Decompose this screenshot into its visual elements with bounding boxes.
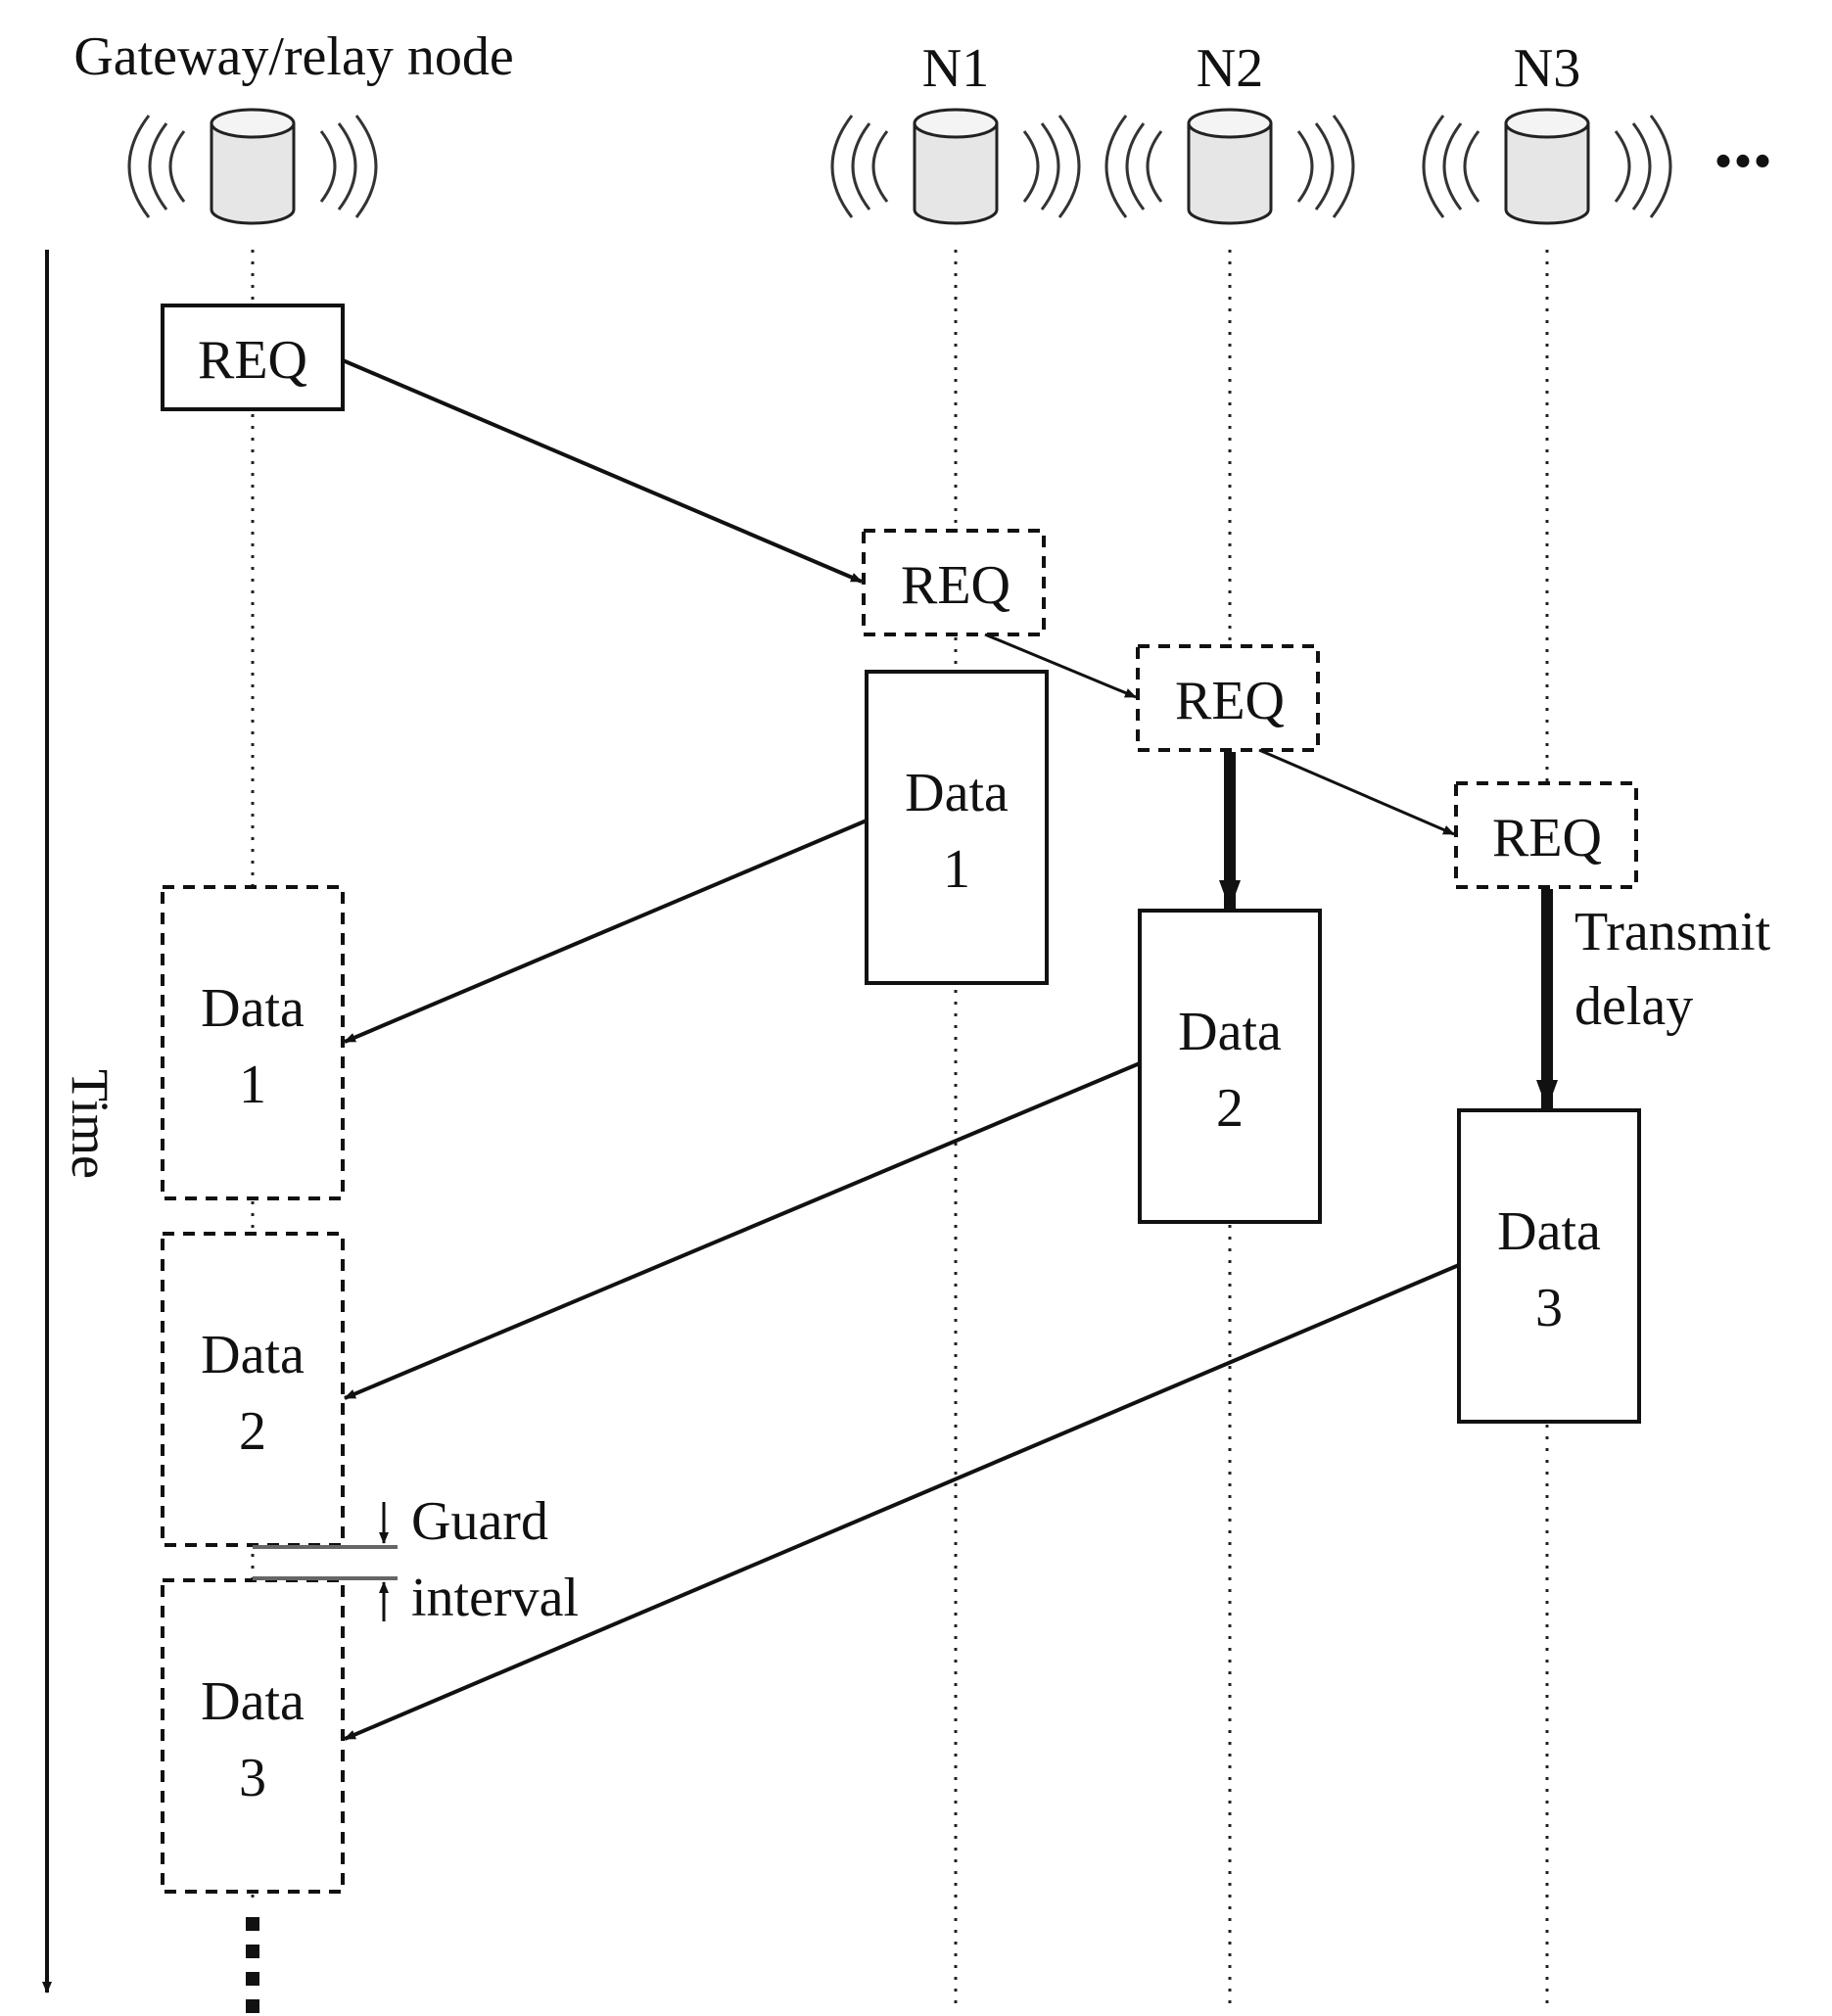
data-label-n1-line1: Data xyxy=(905,763,1009,823)
time-axis-label: Time xyxy=(61,1069,119,1179)
req-label-n3: REQ xyxy=(1492,808,1602,868)
arrow-data1-n1-to-gateway xyxy=(344,819,868,1044)
data-box-n2 xyxy=(1138,909,1322,1224)
node-label-n1: N1 xyxy=(922,38,989,99)
data-label-n1-line2: 1 xyxy=(943,839,970,900)
data-label-n3-line1: Data xyxy=(1497,1201,1601,1262)
data-label-gateway-3-line1: Data xyxy=(201,1671,305,1732)
data-box-n1 xyxy=(865,670,1049,985)
transmit-delay-label-line1: Transmit xyxy=(1574,902,1771,962)
req-box-gateway xyxy=(161,304,345,411)
data-label-gateway-1-line2: 1 xyxy=(239,1055,266,1115)
radio-node-icon xyxy=(1104,108,1355,225)
arrow-req-gateway-to-n1 xyxy=(342,358,863,584)
radio-node-icon xyxy=(127,108,378,225)
data-label-gateway-1-line1: Data xyxy=(201,978,305,1039)
node-label-n2: N2 xyxy=(1197,38,1263,99)
node-label-gateway: Gateway/relay node xyxy=(73,26,513,87)
arrow-data2-n2-to-gateway xyxy=(344,1061,1141,1400)
data-box-gateway-2 xyxy=(161,1232,345,1547)
arrow-data3-n3-to-gateway xyxy=(344,1263,1460,1741)
data-box-gateway-1 xyxy=(161,885,345,1200)
data-label-n2-line2: 2 xyxy=(1216,1078,1244,1139)
node-label-n3: N3 xyxy=(1514,38,1580,99)
arrow-req-n1-to-n2 xyxy=(984,633,1137,699)
data-label-n2-line1: Data xyxy=(1178,1002,1282,1062)
radio-node-icon xyxy=(830,108,1081,225)
guard-interval-label-line1: Guard xyxy=(411,1491,548,1552)
req-box-n3 xyxy=(1454,781,1638,889)
data-label-n3-line2: 3 xyxy=(1535,1278,1563,1338)
req-box-n1 xyxy=(862,529,1046,636)
req-label-gateway: REQ xyxy=(198,330,307,391)
data-label-gateway-2-line2: 2 xyxy=(239,1401,266,1462)
transmit-delay-label-line2: delay xyxy=(1574,976,1693,1037)
req-box-n2 xyxy=(1136,644,1320,752)
data-box-gateway-3 xyxy=(161,1578,345,1894)
more-nodes-ellipsis: ... xyxy=(1714,98,1772,184)
guard-interval-label-line2: interval xyxy=(411,1568,579,1628)
req-label-n1: REQ xyxy=(901,555,1010,616)
radio-node-icon xyxy=(1422,108,1672,225)
data-label-gateway-2-line1: Data xyxy=(201,1325,305,1385)
req-label-n2: REQ xyxy=(1175,671,1285,731)
data-label-gateway-3-line2: 3 xyxy=(239,1748,266,1808)
arrow-req-n2-to-n3 xyxy=(1258,748,1455,836)
data-box-n3 xyxy=(1457,1108,1641,1424)
